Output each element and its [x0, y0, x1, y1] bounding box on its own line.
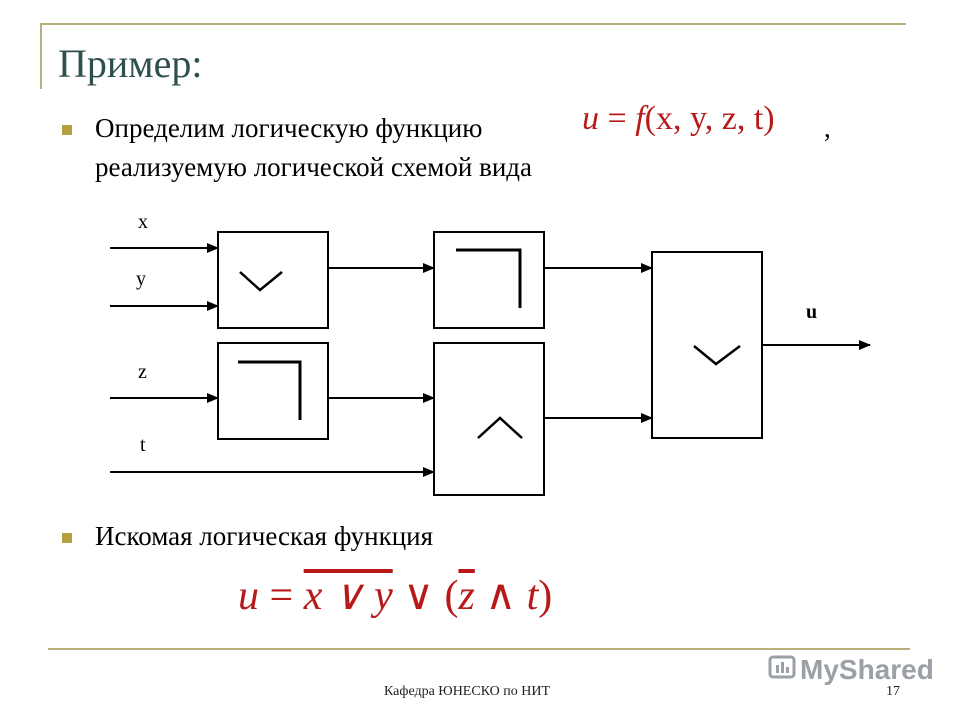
not-symbol-2	[238, 360, 302, 420]
formula-result: u = x ∨ y ∨ (z ∧ t)	[238, 570, 552, 620]
and-symbol	[477, 416, 523, 439]
bullet-1-comma: ,	[824, 113, 831, 143]
input-label-y: y	[136, 268, 146, 290]
not-symbol-1	[456, 248, 522, 308]
formula2-negated-or: x ∨ y	[303, 573, 393, 619]
formula2-eq: =	[269, 573, 294, 619]
bullet-marker-2	[62, 533, 72, 543]
output-label-u: u	[806, 301, 817, 323]
bullet-1-line-1: Определим логическую функцию	[95, 113, 483, 143]
bullet-2-line-1: Искомая логическая функция	[95, 521, 434, 551]
gate-not-z	[217, 342, 329, 440]
watermark-logo-icon	[768, 655, 796, 679]
slide-title: Пример:	[58, 41, 203, 86]
footer-rule	[48, 648, 910, 650]
gate-or-xy	[217, 231, 329, 329]
or-symbol-1	[239, 271, 283, 292]
input-label-t: t	[140, 434, 146, 456]
formula1-func: f	[635, 100, 645, 137]
footer-page-number: 17	[886, 684, 900, 699]
watermark: MyShared	[768, 654, 934, 686]
formula-function-definition: u = f(x, y, z, t)	[582, 100, 775, 138]
frame-top-line	[40, 23, 906, 25]
input-label-x: x	[138, 211, 148, 233]
input-label-z: z	[138, 361, 147, 383]
formula2-and: ∧	[485, 573, 517, 619]
footer-department: Кафедра ЮНЕСКО по НИТ	[384, 684, 551, 699]
formula1-eq: =	[607, 100, 627, 137]
formula1-lhs: u	[582, 100, 599, 137]
formula2-t: t	[526, 573, 539, 619]
gate-or-final	[651, 251, 763, 439]
formula2-lpar: (	[444, 573, 459, 619]
watermark-text: MyShared	[800, 654, 934, 685]
formula2-negated-z: z	[458, 573, 475, 619]
bullet-1-line-2: реализуемую логической схемой вида	[95, 152, 532, 182]
bullet-marker-1	[62, 125, 72, 135]
formula2-or: ∨	[403, 573, 434, 619]
frame-left-line	[40, 23, 42, 89]
gate-not-1	[433, 231, 545, 329]
formula2-rpar: )	[538, 573, 553, 619]
gate-and	[433, 342, 545, 496]
formula1-args: (x, y, z, t)	[644, 100, 775, 137]
formula2-lhs: u	[238, 573, 259, 619]
or-symbol-2	[693, 345, 741, 366]
